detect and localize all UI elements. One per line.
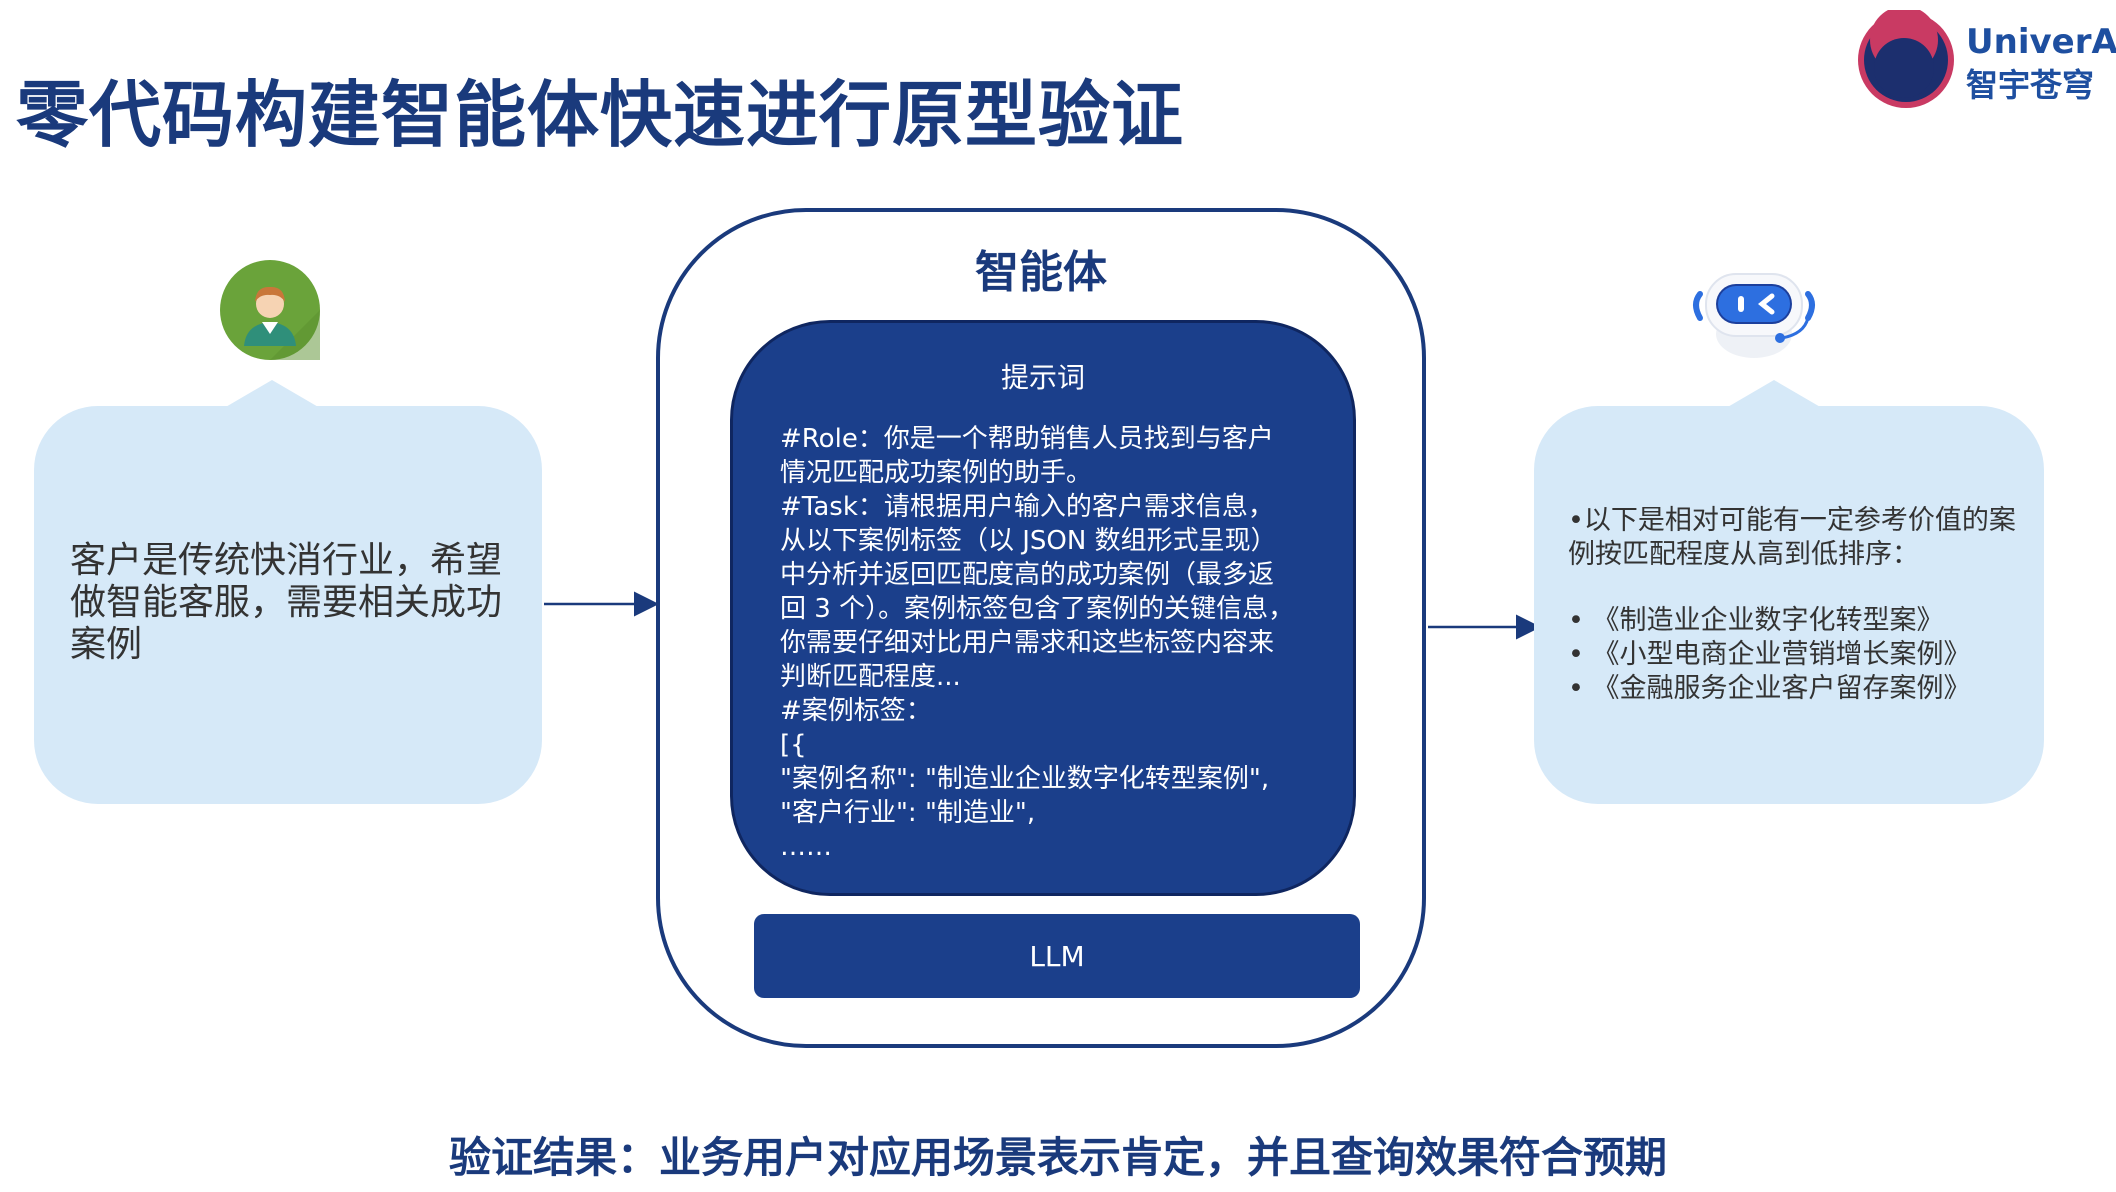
prompt-line: …… (780, 832, 832, 862)
list-item: 《金融服务企业客户留存案例》 (1568, 672, 2028, 706)
prompt-line: "客户行业": "制造业", (780, 798, 1036, 828)
prompt-line: "案例名称": "制造业企业数字化转型案例", (780, 764, 1270, 794)
prompt-line: 你需要仔细对比用户需求和这些标签内容来 (780, 628, 1275, 658)
prompt-body: #Role：你是一个帮助销售人员找到与客户 情况匹配成功案例的助手。 #Task… (780, 422, 1340, 864)
prompt-line: 中分析并返回匹配度高的成功案例（最多返 (780, 560, 1275, 590)
prompt-panel (730, 320, 1356, 896)
conclusion-text: 验证结果：业务用户对应用场景表示肯定，并且查询效果符合预期 (448, 1133, 1667, 1182)
llm-block: LLM (754, 914, 1360, 998)
prompt-title: 提示词 (1000, 361, 1085, 394)
bubble-tail-left (224, 380, 320, 408)
user-avatar-icon (220, 260, 320, 360)
prompt-line: [{ (780, 730, 807, 760)
page-title: 零代码构建智能体快速进行原型验证 (16, 73, 1185, 157)
list-item: 《小型电商企业营销增长案例》 (1568, 638, 2028, 672)
prompt-line: 情况匹配成功案例的助手。 (780, 458, 1093, 488)
prompt-line: #Task：请根据用户输入的客户需求信息， (780, 492, 1274, 522)
univerai-logo-icon (1858, 10, 1954, 108)
list-item: 《制造业企业数字化转型案》 (1568, 604, 2028, 638)
result-list: 《制造业企业数字化转型案》 《小型电商企业营销增长案例》 《金融服务企业客户留存… (1568, 604, 2028, 706)
prompt-line: 回 3 个）。案例标签包含了案例的关键信息， (780, 594, 1295, 624)
prompt-line: #案例标签： (780, 696, 932, 726)
robot-assistant-icon (1693, 273, 1815, 358)
logo-text-en: UniverAI (1966, 22, 2116, 62)
llm-label: LLM (1029, 939, 1085, 973)
logo-text-cn: 智宇苍穹 (1966, 66, 2095, 104)
prompt-line: #Role：你是一个帮助销售人员找到与客户 (780, 424, 1274, 454)
prompt-line: 从以下案例标签（以 JSON 数组形式呈现） (780, 526, 1277, 556)
agent-title: 智能体 (975, 247, 1107, 298)
user-speech-bubble (34, 406, 542, 804)
user-request-text: 客户是传统快消行业，希望做智能客服，需要相关成功案例 (70, 540, 503, 665)
prompt-line: 判断匹配程度... (780, 662, 961, 692)
bubble-tail-right (1726, 380, 1822, 408)
result-intro: •以下是相对可能有一定参考价值的案例按匹配程度从高到低排序： (1568, 505, 2016, 570)
